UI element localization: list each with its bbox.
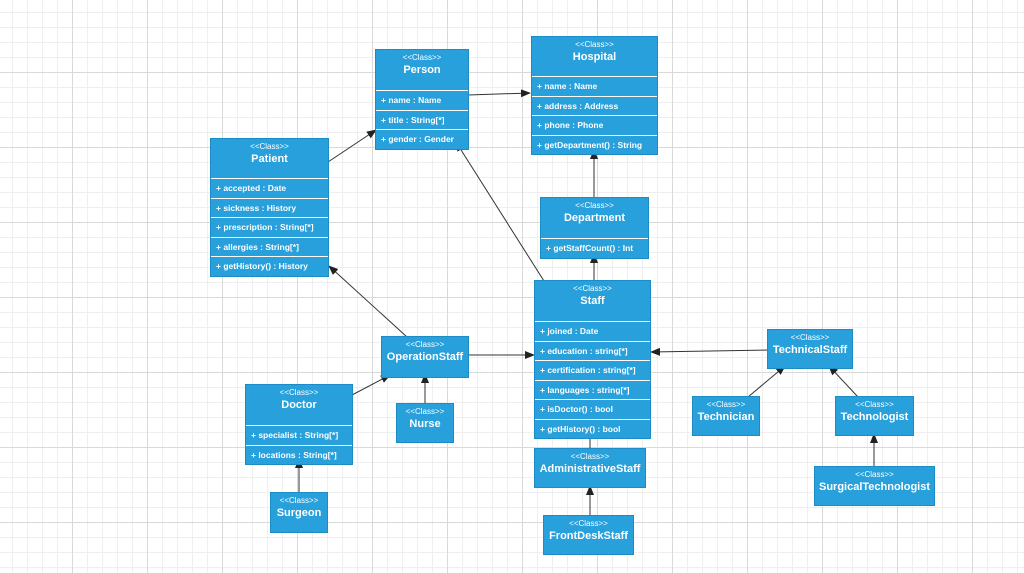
class-member: + getHistory() : bool (535, 418, 650, 439)
class-header: <<Class>> Doctor (246, 385, 352, 425)
class-header: <<Class>> Patient (211, 139, 328, 178)
edge-doctor-to-operationstaff[interactable] (351, 374, 391, 396)
class-stereotype: <<Class>> (855, 470, 894, 479)
class-stereotype: <<Class>> (405, 340, 445, 349)
class-header: <<Class>> AdministrativeStaff (535, 449, 645, 487)
class-name: Technician (697, 411, 755, 423)
class-member: + prescription : String[*] (211, 217, 328, 237)
class-member: + specialist : String[*] (246, 425, 352, 445)
class-member: + isDoctor() : bool (535, 399, 650, 419)
edge-technicalstaff-to-staff[interactable] (650, 347, 769, 356)
class-header: <<Class>> SurgicalTechnologist (815, 467, 934, 505)
class-name: Surgeon (276, 507, 322, 519)
class-nurse[interactable]: <<Class>> Nurse (396, 403, 454, 443)
class-name: AdministrativeStaff (539, 463, 641, 475)
class-header: <<Class>> Technician (693, 397, 759, 435)
class-header: <<Class>> Technologist (836, 397, 913, 435)
class-header: <<Class>> Department (541, 198, 648, 238)
class-technicalstaff[interactable]: <<Class>> TechnicalStaff (767, 329, 853, 369)
class-name: Hospital (572, 51, 617, 63)
edge-staff-to-person[interactable] (455, 141, 545, 282)
class-member: + name : Name (532, 76, 657, 96)
class-member: + allergies : String[*] (211, 236, 328, 257)
class-stereotype: <<Class>> (250, 142, 289, 151)
class-name: Patient (251, 153, 288, 165)
class-stereotype: <<Class>> (279, 496, 319, 505)
class-member: + address : Address (532, 95, 657, 116)
class-member: + getDepartment() : String (532, 134, 657, 155)
class-stereotype: <<Class>> (575, 40, 614, 49)
class-header: <<Class>> Person (376, 50, 468, 90)
class-name: SurgicalTechnologist (818, 481, 931, 493)
class-header: <<Class>> FrontDeskStaff (544, 516, 633, 554)
class-header: <<Class>> OperationStaff (382, 337, 468, 377)
class-member: + name : Name (376, 90, 468, 110)
class-frontdeskstaff[interactable]: <<Class>> FrontDeskStaff (543, 515, 634, 555)
class-member: + certification : string[*] (535, 360, 650, 380)
class-header: <<Class>> Hospital (532, 37, 657, 76)
class-stereotype: <<Class>> (575, 201, 614, 210)
class-stereotype: <<Class>> (855, 400, 894, 409)
class-name: Person (403, 64, 441, 76)
class-stereotype: <<Class>> (405, 407, 445, 416)
class-administrativestaff[interactable]: <<Class>> AdministrativeStaff (534, 448, 646, 488)
class-surgeon[interactable]: <<Class>> Surgeon (270, 492, 328, 533)
class-header: <<Class>> Surgeon (271, 493, 327, 532)
class-member: + education : string[*] (535, 340, 650, 361)
class-member: + title : String[*] (376, 109, 468, 130)
class-name: Staff (580, 295, 605, 307)
class-member: + getHistory() : History (211, 256, 328, 276)
class-patient[interactable]: <<Class>> Patient + accepted : Date+ sickn… (210, 138, 329, 277)
edge-technician-to-technicalstaff[interactable] (747, 365, 786, 398)
class-stereotype: <<Class>> (570, 452, 610, 461)
class-name: FrontDeskStaff (549, 530, 628, 542)
edge-person-to-hospital[interactable] (467, 89, 531, 98)
class-person[interactable]: <<Class>> Person + name : Name+ title : St… (375, 49, 469, 150)
class-member: + joined : Date (535, 321, 650, 341)
class-technologist[interactable]: <<Class>> Technologist (835, 396, 914, 436)
class-doctor[interactable]: <<Class>> Doctor + specialist : String[*]+… (245, 384, 353, 465)
class-header: <<Class>> Staff (535, 281, 650, 321)
class-stereotype: <<Class>> (279, 388, 319, 397)
edge-technologist-to-technicalstaff[interactable] (828, 365, 859, 398)
class-stereotype: <<Class>> (790, 333, 830, 342)
edge-patient-to-person[interactable] (327, 129, 377, 163)
class-name: Nurse (409, 418, 441, 430)
class-member: + gender : Gender (376, 129, 468, 149)
class-department[interactable]: <<Class>> Department + getStaffCount() : I… (540, 197, 649, 259)
class-name: TechnicalStaff (772, 344, 848, 356)
class-name: Doctor (281, 399, 317, 411)
class-header: <<Class>> TechnicalStaff (768, 330, 852, 368)
class-technician[interactable]: <<Class>> Technician (692, 396, 760, 436)
class-stereotype: <<Class>> (573, 284, 612, 293)
class-surgicaltechnologist[interactable]: <<Class>> SurgicalTechnologist (814, 466, 935, 506)
class-name: Technologist (840, 411, 909, 423)
class-member: + phone : Phone (532, 115, 657, 135)
class-name: OperationStaff (386, 351, 464, 363)
class-stereotype: <<Class>> (569, 519, 608, 528)
class-member: + languages : string[*] (535, 379, 650, 400)
class-name: Department (563, 212, 626, 224)
class-member: + getStaffCount() : Int (541, 238, 648, 258)
class-staff[interactable]: <<Class>> Staff + joined : Date+ education… (534, 280, 651, 439)
class-member: + locations : String[*] (246, 444, 352, 465)
edge-operationstaff-to-patient[interactable] (328, 265, 408, 338)
class-hospital[interactable]: <<Class>> Hospital + name : Name+ address … (531, 36, 658, 155)
class-stereotype: <<Class>> (402, 53, 442, 62)
class-header: <<Class>> Nurse (397, 404, 453, 442)
class-member: + accepted : Date (211, 178, 328, 198)
class-member: + sickness : History (211, 197, 328, 218)
class-operationstaff[interactable]: <<Class>> OperationStaff (381, 336, 469, 378)
class-stereotype: <<Class>> (706, 400, 746, 409)
